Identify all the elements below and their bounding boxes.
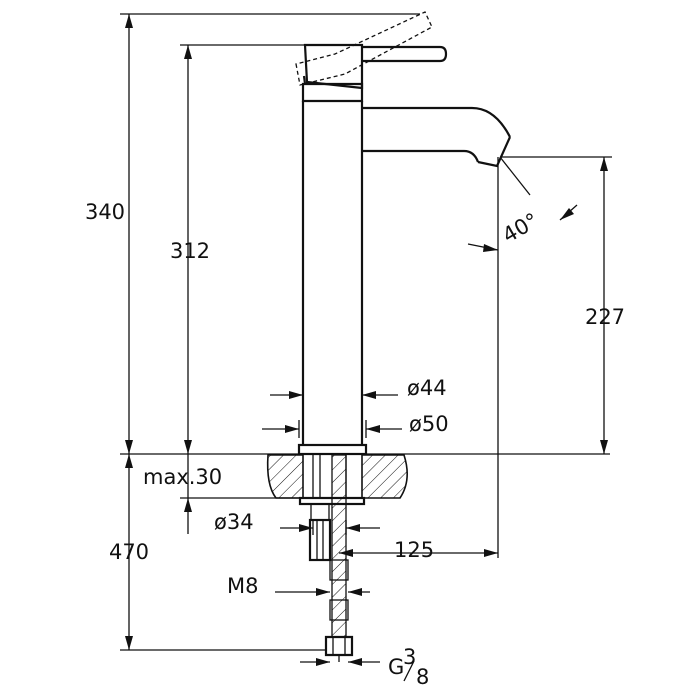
label-connection-thread: G 3 8 [388, 645, 429, 689]
label-spout-top-height: 312 [170, 239, 210, 263]
label-hole-diameter: ø34 [214, 510, 254, 534]
dimension-below-counter [125, 454, 133, 650]
dimension-outlet-height [600, 157, 608, 454]
label-max-thickness: max.30 [143, 465, 222, 489]
dimension-connection-thread [300, 658, 380, 666]
dimension-body-diameter [270, 391, 398, 399]
dimension-stud-thread [275, 588, 370, 596]
dimension-total-height [125, 14, 133, 454]
countertop-section [266, 454, 408, 499]
dimension-base-diameter [262, 425, 402, 433]
dimension-max-thickness [184, 454, 192, 534]
label-outlet-height: 227 [585, 305, 625, 329]
extension-lines [120, 13, 612, 651]
connection-thread-denominator: 8 [416, 665, 429, 689]
dimension-spout-reach [339, 549, 498, 557]
connection-thread-fraction-bar [403, 660, 415, 682]
dimension-spout-angle [467, 204, 578, 252]
dimension-hole-diameter [280, 524, 380, 532]
connection-thread-prefix: G [388, 655, 404, 679]
label-below-counter: 470 [109, 540, 149, 564]
label-spout-angle: 40° [498, 208, 542, 247]
label-spout-reach: 125 [394, 538, 434, 562]
label-stud-thread: M8 [227, 574, 258, 598]
label-base-diameter: ø50 [409, 412, 449, 436]
flexible-hose [324, 454, 354, 662]
faucet-handle [295, 11, 448, 103]
faucet-body [297, 101, 512, 456]
dimension-spout-top-height [184, 45, 192, 454]
label-body-diameter: ø44 [407, 376, 447, 400]
connection-thread-numerator: 3 [403, 645, 416, 669]
label-total-height: 340 [85, 200, 125, 224]
